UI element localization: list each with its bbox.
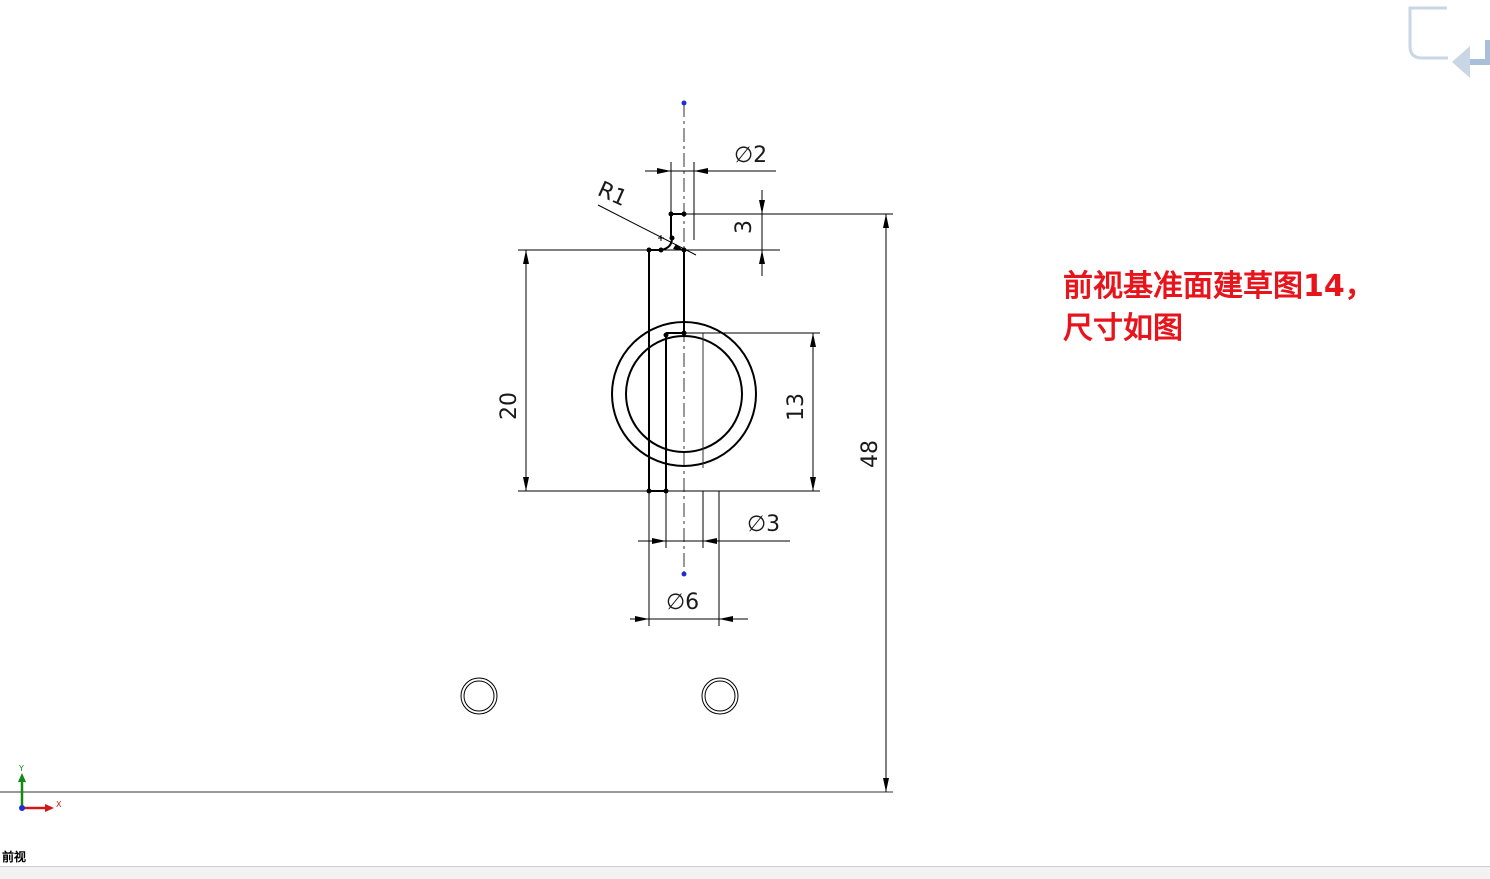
dim-len-13[interactable]: 13 — [784, 393, 809, 421]
annotation-line-1: 前视基准面建草图14， — [1063, 269, 1375, 304]
axis-x-label: X — [56, 800, 62, 809]
hole-right-outer[interactable] — [701, 677, 739, 715]
dim-radius-1[interactable]: R1 — [594, 177, 631, 212]
axis-y-label: Y — [18, 764, 24, 773]
hole-right-inner — [704, 680, 736, 712]
hole-left-inner — [463, 680, 495, 712]
inner-circle[interactable] — [625, 335, 743, 453]
hole-left-outer[interactable] — [460, 677, 498, 715]
status-bar — [0, 866, 1490, 879]
axis-triad: Y X — [18, 764, 62, 812]
dim-dia-3[interactable]: ∅3 — [747, 512, 780, 537]
dimension-arrows — [523, 168, 889, 792]
view-orientation-label: 前视 — [2, 850, 27, 864]
dim-len-48[interactable]: 48 — [858, 440, 883, 468]
confirm-corner-icon[interactable] — [1408, 6, 1490, 78]
dim-len-20[interactable]: 20 — [497, 392, 522, 420]
instruction-annotation: 前视基准面建草图14， 尺寸如图 — [1063, 266, 1375, 350]
dim-dia-6[interactable]: ∅6 — [666, 590, 699, 615]
annotation-line-2: 尺寸如图 — [1063, 311, 1183, 346]
outer-circle[interactable] — [611, 321, 757, 467]
centerline-endpoints[interactable] — [681, 100, 687, 577]
dim-len-3[interactable]: 3 — [732, 220, 757, 234]
sketch-points[interactable] — [646, 211, 687, 494]
dim-dia-2[interactable]: ∅2 — [734, 143, 767, 168]
